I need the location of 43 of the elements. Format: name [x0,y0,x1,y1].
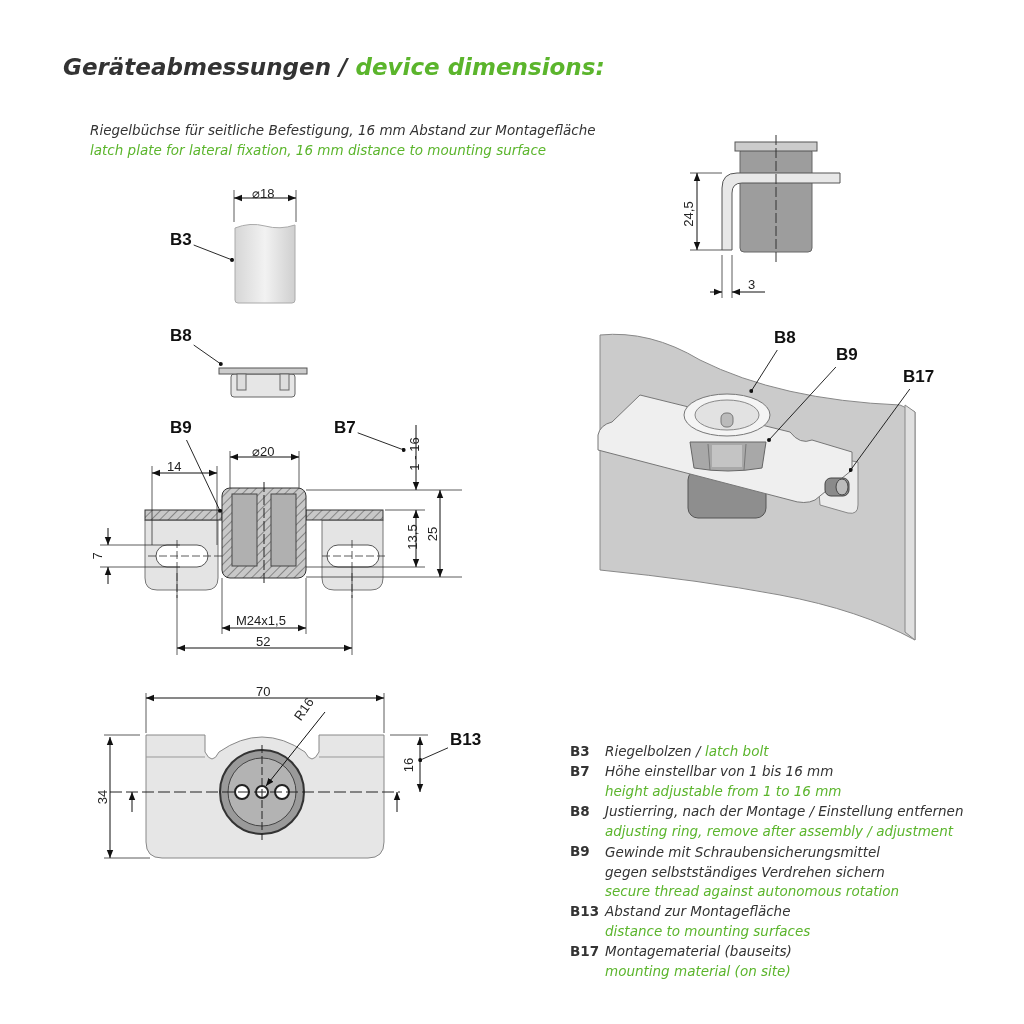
dimension-value: 24,5 [679,201,697,227]
callout-number: B3 [170,230,192,250]
dimension-value: 13,5 [403,524,421,550]
callout-number: B13 [450,730,482,750]
subtitle: latch plate for lateral fixation, 16 mm distance to mounting surface [90,141,547,159]
key-code: B13 [570,902,600,920]
dimension-value: ⌀18 [252,185,275,203]
key-text: height adjustable from 1 to 16 mm [605,782,842,800]
key-text: Riegelbolzen / [605,742,701,760]
dimension-value: 7 [88,552,106,560]
key-code: B3 [570,742,590,760]
key-code: B8 [570,802,590,820]
key-text: secure thread against autonomous rotation [605,882,900,900]
key-text: Justierring, nach der Montage / Einstellung entfernen [605,802,964,820]
callout-number: B8 [170,326,192,346]
dimension-value: 70 [256,683,271,701]
dimension-value: 16 [400,757,419,773]
callout-number: B9 [170,418,192,438]
key-text: Höhe einstellbar von 1 bis 16 mm [605,762,834,780]
key-code: B9 [570,842,590,860]
key-text: Abstand zur Montagefläche [605,902,791,920]
dimension-value: 1 - 16 [405,437,424,471]
key-text: Montagematerial (bauseits) [605,942,792,960]
key-text: distance to mounting surfaces [605,922,811,940]
dimension-value: 14 [167,458,182,476]
callout-number: B7 [334,418,356,438]
title: Geräteabmessungen / device dimensions: [63,54,605,80]
key-text: Gewinde mit Schraubensicherungsmittel gegen selbstständiges Verdrehen sichern [605,843,886,882]
callout-number: B17 [903,367,935,387]
subtitle: Riegelbüchse für seitliche Befestigung, 16 mm Abstand zur Montagefläche [90,121,596,139]
dimension-value: 52 [256,633,271,651]
dimension-value: M24x1,5 [236,612,286,630]
key-text: latch bolt [705,742,769,760]
dimension-value: 25 [424,526,442,542]
key-code: B7 [570,762,590,780]
key-text: adjusting ring, remove after assembly / adjustment [605,822,953,840]
callout-number: B8 [774,328,796,348]
dimension-value: ⌀20 [252,443,275,461]
key-text: mounting material (on site) [605,962,791,980]
key-code: B17 [570,942,600,960]
dimension-value: 34 [94,789,112,805]
callout-number: B9 [836,345,858,365]
dimension-value: 3 [748,276,756,294]
